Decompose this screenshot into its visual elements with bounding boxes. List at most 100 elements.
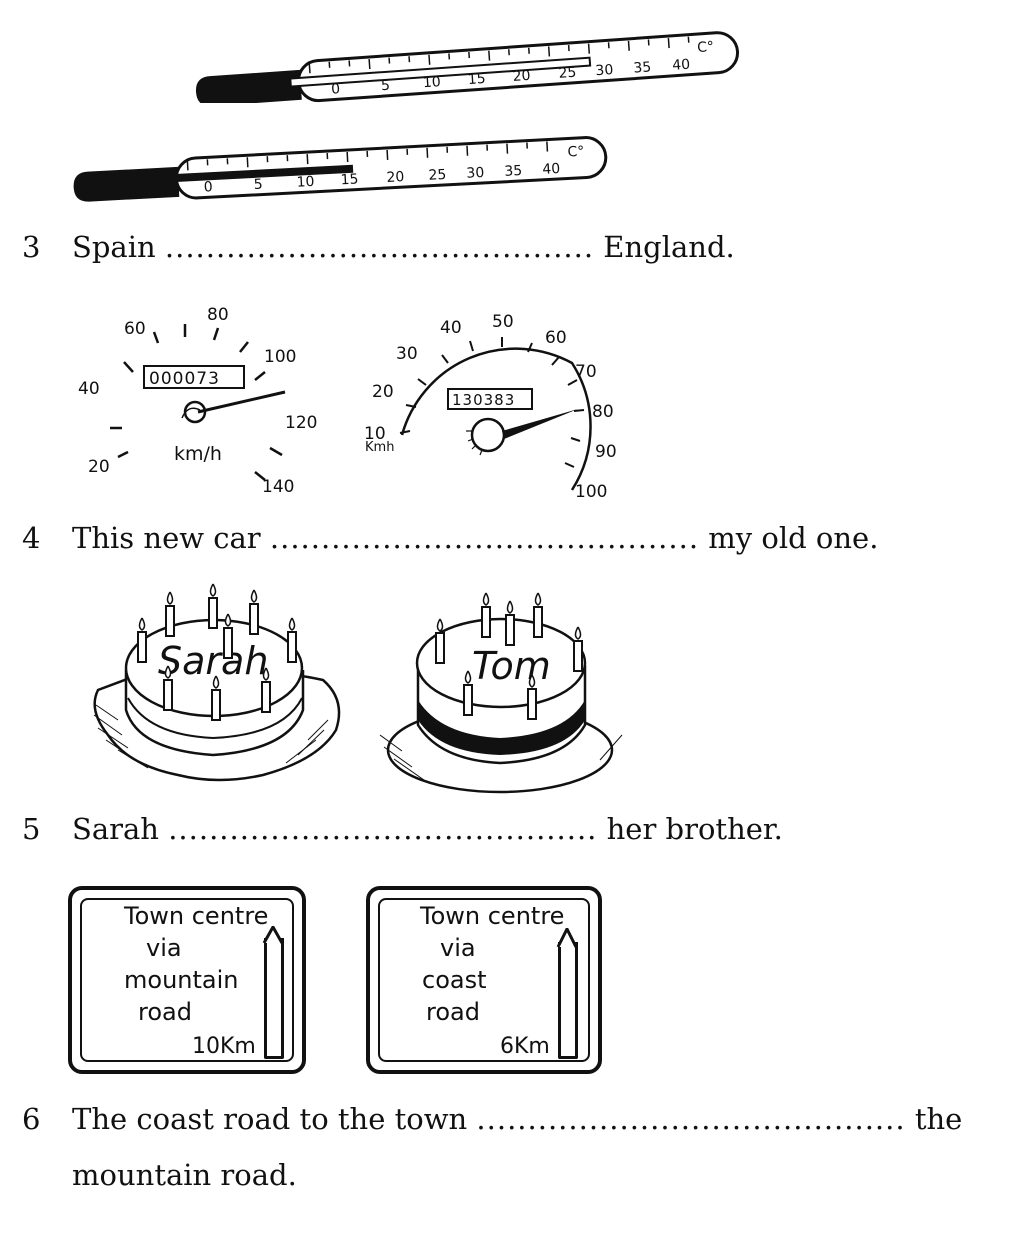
- question-4: 4 This new car ..........................…: [22, 521, 878, 555]
- question-3: 3 Spain .................................…: [22, 230, 735, 264]
- candle: [527, 688, 537, 720]
- candle-flame: [534, 592, 542, 606]
- candle: [533, 606, 543, 638]
- therm2-tick-10: 10: [296, 174, 315, 191]
- therm2-tick-15: 15: [340, 171, 359, 188]
- candle-flame: [250, 589, 258, 603]
- therm2-tick-35: 35: [504, 163, 523, 180]
- candle: [249, 603, 259, 635]
- candle-flame: [288, 617, 296, 631]
- candle-flame: [224, 613, 232, 627]
- therm2-unit: C°: [567, 144, 585, 161]
- speed-label-60-new: 60: [545, 328, 567, 348]
- question-number: 6: [22, 1102, 41, 1136]
- therm1-tick-25: 25: [558, 65, 577, 82]
- answer-blank[interactable]: ........................................…: [164, 230, 595, 264]
- speed-label-120: 120: [285, 413, 317, 433]
- therm1-tick-0: 0: [331, 81, 341, 98]
- question-text-before: Sarah: [72, 812, 159, 846]
- answer-blank[interactable]: ........................................…: [168, 812, 598, 846]
- arrow-up-icon: [264, 938, 284, 1059]
- speedometer-new-car: 130383 10 20 30 40 50 60 70 80 90 100 Km…: [364, 312, 617, 502]
- speed-label-50: 50: [492, 312, 514, 332]
- question-text-before: This new car: [72, 521, 261, 555]
- arrow-up-icon: [558, 942, 578, 1059]
- speed-unit-new: Kmh: [365, 440, 394, 455]
- candle: [165, 605, 175, 637]
- question-text-before: Spain: [72, 230, 156, 264]
- speed-label-80: 80: [207, 305, 229, 325]
- candle-flame: [436, 618, 444, 632]
- speed-label-90: 90: [595, 442, 617, 462]
- speed-label-80-new: 80: [592, 402, 614, 422]
- candle: [287, 631, 297, 663]
- therm1-tick-20: 20: [512, 68, 531, 85]
- speed-unit-old: km/h: [174, 443, 222, 465]
- candle-flame: [209, 583, 217, 597]
- tom-candles: [435, 592, 583, 720]
- speed-label-10: 10: [364, 424, 386, 444]
- candle: [505, 614, 515, 646]
- speed-label-40: 40: [78, 379, 100, 399]
- candle: [223, 627, 233, 659]
- road-sign-coast: Town centre via coast road 6Km: [366, 886, 602, 1074]
- therm2-tick-5: 5: [253, 176, 263, 192]
- candle: [463, 684, 473, 716]
- question-text-after: England.: [603, 230, 735, 264]
- odometer-new: 130383: [452, 391, 515, 409]
- candle-flame: [482, 592, 490, 606]
- therm2-tick-0: 0: [203, 179, 213, 195]
- candle: [163, 679, 173, 711]
- cake-name-tom: Tom: [472, 644, 551, 688]
- sign-border: [378, 898, 590, 1062]
- sign-distance: 6Km: [500, 1034, 550, 1059]
- candle-flame: [138, 617, 146, 631]
- therm2-tick-20: 20: [386, 169, 405, 186]
- speed-label-20: 20: [88, 457, 110, 477]
- sarah-candles: [137, 583, 297, 721]
- arrow-head-icon: [556, 928, 578, 948]
- question-number: 3: [22, 230, 41, 264]
- sign-line-4: road: [426, 998, 480, 1026]
- candle: [435, 632, 445, 664]
- therm2-tick-30: 30: [466, 165, 485, 182]
- odometer-old: 000073: [149, 369, 220, 389]
- sign-line-2: via: [440, 934, 476, 962]
- speed-label-40-new: 40: [440, 318, 462, 338]
- question-number: 4: [22, 521, 41, 555]
- speed-label-140: 140: [262, 477, 294, 497]
- therm1-tick-15: 15: [467, 71, 486, 88]
- question-6-continuation: mountain road.: [72, 1158, 297, 1192]
- speed-label-30: 30: [396, 344, 418, 364]
- candle-flame: [164, 665, 172, 679]
- therm2-tick-25: 25: [428, 167, 447, 184]
- thermometer-england: 0 5 10 15 20 25 30 35 40 C°: [73, 136, 608, 202]
- therm1-tick-5: 5: [380, 78, 390, 95]
- candle: [137, 631, 147, 663]
- sign-line-3: coast: [422, 966, 487, 994]
- cake-tom: Tom: [379, 592, 623, 794]
- sign-line-4: road: [138, 998, 192, 1026]
- speed-label-100: 100: [264, 347, 296, 367]
- question-text-after: her brother.: [606, 812, 783, 846]
- candle: [573, 640, 583, 672]
- speed-label-60: 60: [124, 319, 146, 339]
- answer-blank[interactable]: ........................................…: [269, 521, 700, 555]
- speedometer-old-car: 000073 20 40 60 80 100 120 140 km/h: [78, 305, 317, 497]
- question-text-continuation: mountain road.: [72, 1158, 297, 1192]
- cake-name-sarah: Sarah: [158, 639, 268, 683]
- sign-line-3: mountain: [124, 966, 239, 994]
- question-text-after: the: [914, 1102, 963, 1136]
- answer-blank[interactable]: ........................................…: [476, 1102, 906, 1136]
- arrow-head-icon: [262, 926, 284, 944]
- candle: [208, 597, 218, 629]
- candle-flame: [262, 667, 270, 681]
- road-sign-mountain: Town centre via mountain road 10Km: [68, 886, 306, 1074]
- cake-sarah: Sarah: [93, 583, 341, 782]
- candle-flame: [166, 591, 174, 605]
- therm1-tick-30: 30: [595, 62, 614, 79]
- therm2-tick-40: 40: [542, 161, 561, 178]
- candle-flame: [464, 670, 472, 684]
